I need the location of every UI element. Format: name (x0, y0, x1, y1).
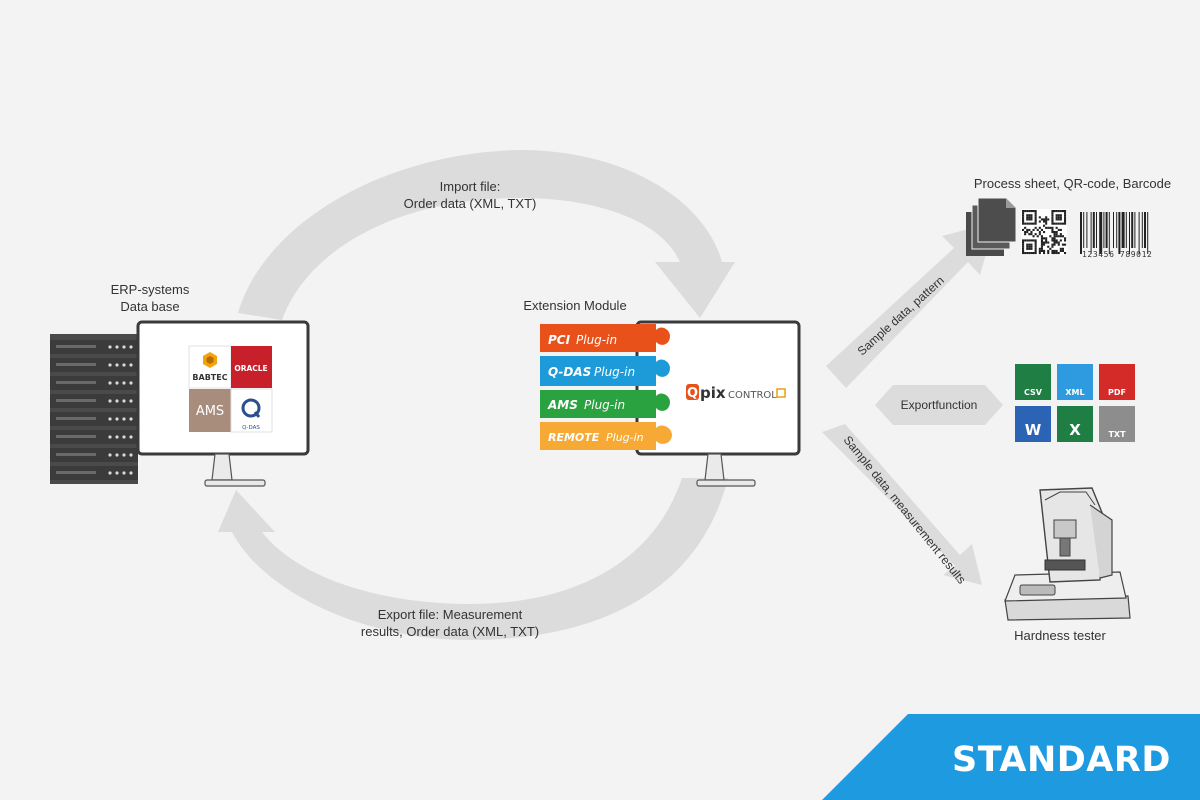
import-label-line1: Import file: (439, 179, 501, 194)
qr-code-icon (1021, 209, 1068, 256)
standard-banner (822, 714, 1200, 800)
process-sheet-label: Process sheet, QR-code, Barcode (973, 176, 1172, 191)
erp-logo-grid: BABTEC ORACLE AMS Q-DAS (188, 345, 273, 433)
import-file-label: Import file: Order data (XML, TXT) (360, 178, 580, 212)
barcode-icon (1080, 212, 1149, 254)
export-label-line2: results, Order data (XML, TXT) (360, 624, 540, 639)
xml-icon: XML (1057, 364, 1093, 400)
qdas-logo-icon (241, 398, 261, 418)
plugin-remote-name: REMOTE (548, 431, 600, 444)
exportfunction-label: Exportfunction (901, 398, 978, 412)
plugin-pci: PCI Plug-in (540, 324, 670, 352)
csv-icon: CSV (1015, 364, 1051, 400)
barcode-number: 123456 789012 (1082, 250, 1153, 259)
qpix-logo-brand: pix (700, 384, 726, 402)
plugin-pci-name: PCI (548, 333, 571, 347)
txt-icon: TXT (1099, 406, 1135, 442)
qpix-logo-product: CONTROL (728, 390, 777, 401)
extension-monitor (635, 320, 801, 487)
oracle-logo-text: ORACLE (234, 364, 267, 373)
plugin-ams-name: AMS (547, 398, 578, 412)
server-rack (50, 334, 138, 484)
export-label-line1: Export file: Measurement (377, 607, 523, 622)
qdas-logo-text: Q-DAS (242, 425, 260, 431)
sample-pattern-label: Sample data, pattern (855, 273, 947, 358)
export-flow-arrow (218, 478, 728, 640)
standard-label: STANDARD (952, 740, 1171, 780)
qpix-logo: Q pix CONTROL (686, 384, 786, 402)
plugin-qdas-suffix: Plug-in (594, 365, 635, 379)
qpix-logo-q: Q (687, 386, 698, 401)
import-flow-arrow (238, 150, 735, 320)
export-file-label: Export file: Measurement results, Order … (330, 606, 570, 640)
plugin-remote-suffix: Plug-in (606, 431, 644, 444)
hardness-tester-icon (1004, 487, 1131, 621)
plugin-remote: REMOTE Plug-in (540, 422, 672, 450)
sample-pattern-arrow (826, 222, 995, 388)
plugin-ams: AMS Plug-in (540, 390, 670, 418)
import-label-line2: Order data (XML, TXT) (403, 196, 537, 211)
word-icon: W (1015, 406, 1051, 442)
hardness-tester-label: Hardness tester (1014, 628, 1106, 643)
erp-label-line1: ERP-systems (110, 282, 190, 297)
sample-results-arrow (822, 424, 982, 585)
exportfunction-arrow (875, 385, 1003, 425)
erp-label-line2: Data base (120, 299, 180, 314)
extension-module-label: Extension Module (523, 298, 627, 313)
excel-icon: X (1057, 406, 1093, 442)
erp-systems-label: ERP-systems Data base (80, 281, 220, 315)
documents-icon (966, 197, 1017, 256)
babtec-logo-text: BABTEC (192, 373, 227, 382)
babtec-logo-icon (203, 352, 217, 368)
plugin-pci-suffix: Plug-in (576, 333, 617, 347)
pdf-icon: PDF (1099, 364, 1135, 400)
plugin-qdas: Q-DAS Plug-in (540, 356, 670, 386)
plugin-qdas-name: Q-DAS (548, 365, 591, 379)
ams-logo-text: AMS (196, 404, 224, 419)
plugin-ams-suffix: Plug-in (584, 398, 625, 412)
sample-results-label: Sample data, measurement results (841, 433, 969, 586)
